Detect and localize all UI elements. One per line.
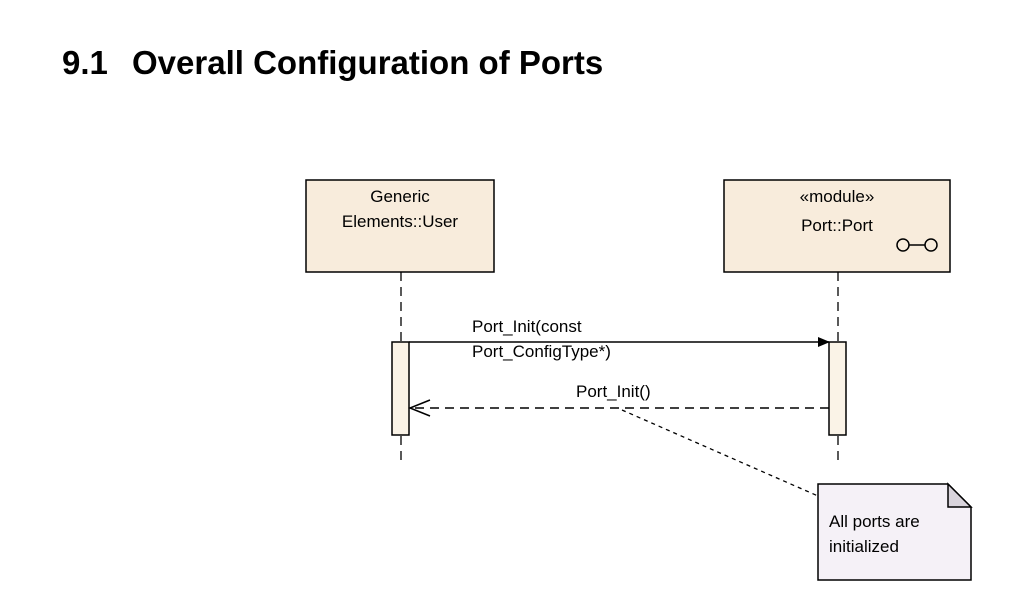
lifeline-user-box[interactable] [305,179,495,273]
message-return-label: Port_Init() [576,382,651,401]
section-number: 9.1 [62,44,108,81]
message-return-arrowhead [407,399,431,417]
lifeline-port-stereotype: «module» [800,187,875,206]
module-icon [896,238,938,252]
activation-port[interactable] [828,341,847,436]
note-text-line1: All ports are [829,512,920,531]
lifeline-port-box[interactable] [723,179,951,273]
note-text-line2: initialized [829,537,899,556]
section-title: Overall Configuration of Ports [132,44,604,81]
lifeline-port-name: Port::Port [801,216,873,235]
note-box[interactable] [817,483,972,581]
note-folded-corner [947,482,973,508]
message-call-label-line1: Port_Init(const [472,317,582,336]
section-heading: 9.1 Overall Configuration of Ports [62,44,603,82]
message-call-label-line2: Port_ConfigType*) [472,342,611,361]
lifeline-user-label-line2: Elements::User [342,212,459,231]
lifeline-user-label-line1: Generic [370,187,430,206]
activation-user[interactable] [391,341,410,436]
note-connector [621,409,819,497]
